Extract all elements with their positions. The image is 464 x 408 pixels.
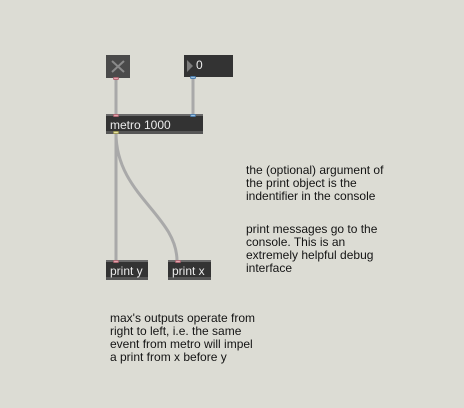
- print-y-object[interactable]: print y: [106, 260, 148, 280]
- triangle-icon: [187, 60, 193, 72]
- number-outlet[interactable]: [190, 76, 196, 79]
- toggle-box[interactable]: [106, 55, 130, 80]
- print-x-label: print x: [172, 264, 205, 278]
- number-box[interactable]: 0: [184, 55, 233, 79]
- order-comment: max's outputs operate from right to left…: [110, 311, 256, 364]
- print-y-label: print y: [110, 264, 143, 278]
- print-x-object[interactable]: print x: [168, 260, 211, 280]
- console-comment: print messages go to the console. This i…: [246, 222, 378, 275]
- metro-label: metro 1000: [110, 118, 171, 132]
- print-y-inlet[interactable]: [113, 260, 119, 263]
- x-icon: [111, 60, 125, 73]
- argument-comment: the (optional) argument of the print obj…: [246, 163, 384, 203]
- print-x-inlet[interactable]: [175, 260, 181, 263]
- number-value: 0: [196, 58, 203, 72]
- metro-left-inlet[interactable]: [113, 114, 119, 117]
- toggle-outlet[interactable]: [113, 77, 119, 80]
- cord-metro-to-print-x[interactable]: [114, 132, 179, 262]
- metro-outlet[interactable]: [113, 131, 119, 134]
- metro-object[interactable]: metro 1000: [106, 114, 203, 134]
- metro-right-inlet[interactable]: [190, 114, 196, 117]
